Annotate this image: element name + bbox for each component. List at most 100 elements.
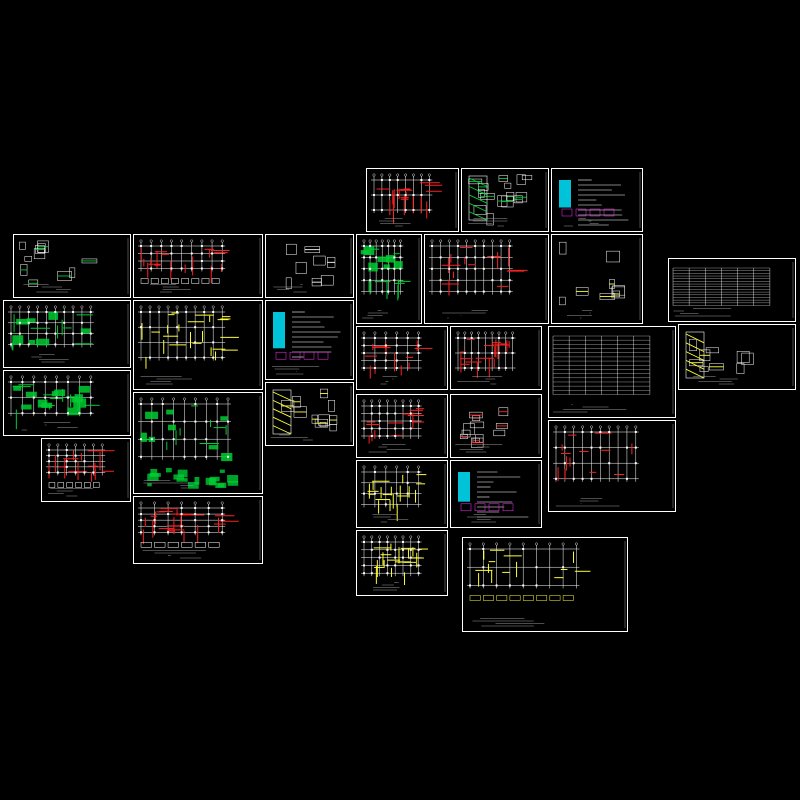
axis-bubble xyxy=(100,443,104,447)
axis-bubble xyxy=(483,331,487,335)
detail-outline xyxy=(493,429,506,437)
sheet-collection xyxy=(3,168,796,632)
slab-region xyxy=(37,399,48,408)
slab-region xyxy=(208,445,219,450)
axis-bubble xyxy=(161,397,165,401)
column-mark xyxy=(150,245,153,247)
slab-region xyxy=(385,255,396,263)
axis-bubble xyxy=(193,305,197,309)
beam-section xyxy=(549,595,561,601)
column-mark xyxy=(504,367,507,369)
slab-region xyxy=(377,256,389,263)
column-mark xyxy=(387,245,390,247)
column-mark xyxy=(491,352,494,354)
column-mark xyxy=(149,356,152,359)
beam-section xyxy=(562,595,574,601)
column-mark xyxy=(482,290,485,293)
column-mark xyxy=(10,396,12,399)
axis-bubble xyxy=(148,305,152,309)
axis-bubble xyxy=(490,331,494,335)
column-mark xyxy=(417,471,420,473)
column-mark xyxy=(406,471,409,473)
column-mark xyxy=(439,290,442,293)
column-mark xyxy=(522,584,525,587)
detail-outline xyxy=(33,248,46,260)
column-mark xyxy=(65,449,68,451)
beam-section xyxy=(522,595,534,601)
axis-bubble xyxy=(139,239,143,243)
axis-bubble xyxy=(491,239,494,243)
column-mark xyxy=(394,556,397,559)
axis-bubble xyxy=(27,305,31,309)
column-mark xyxy=(375,256,378,259)
axis-bubble xyxy=(393,399,397,403)
column-mark xyxy=(140,311,142,313)
column-mark xyxy=(176,311,179,313)
axis-bubble xyxy=(373,465,377,469)
sheet-border xyxy=(3,300,131,368)
drawing-sheet-s06 xyxy=(265,234,354,298)
column-mark xyxy=(150,267,153,270)
column-mark xyxy=(409,420,412,422)
column-mark xyxy=(36,321,39,324)
column-mark xyxy=(167,356,170,359)
column-mark xyxy=(363,337,365,339)
column-mark xyxy=(67,412,69,415)
column-mark xyxy=(431,245,433,247)
slab-region xyxy=(25,391,37,398)
column-mark xyxy=(205,438,208,441)
axis-bubble xyxy=(372,173,376,177)
column-mark xyxy=(200,260,203,262)
column-mark xyxy=(381,290,384,293)
axis-bubble xyxy=(395,465,399,469)
axis-bubble xyxy=(9,305,13,309)
slab-region xyxy=(167,424,176,431)
axis-bubble xyxy=(159,239,163,243)
column-mark xyxy=(406,337,409,339)
column-mark xyxy=(599,431,602,433)
column-mark xyxy=(417,405,420,407)
column-mark xyxy=(27,311,30,313)
beam-section xyxy=(140,542,152,548)
column-mark xyxy=(221,519,224,522)
stair-section xyxy=(468,175,488,221)
column-mark xyxy=(469,584,471,587)
column-mark xyxy=(402,556,404,559)
column-mark xyxy=(194,455,197,458)
detail-outline xyxy=(319,421,327,427)
detail-outline xyxy=(320,275,334,286)
column-mark xyxy=(216,420,219,423)
column-mark xyxy=(363,564,365,567)
detail-outline xyxy=(19,241,26,250)
drawing-sheet-s22 xyxy=(678,324,796,390)
slab-region xyxy=(21,404,32,410)
column-mark xyxy=(194,519,197,522)
column-mark xyxy=(150,403,153,405)
column-mark xyxy=(190,252,193,255)
column-mark xyxy=(370,435,373,437)
detail-outline xyxy=(559,296,566,306)
column-mark xyxy=(402,427,404,430)
column-mark xyxy=(89,332,92,335)
axis-bubble xyxy=(607,425,611,429)
column-mark xyxy=(396,194,399,196)
column-mark xyxy=(402,405,404,407)
column-mark xyxy=(10,343,12,346)
column-mark xyxy=(396,179,399,181)
detail-outline xyxy=(303,351,315,360)
column-mark xyxy=(153,525,156,528)
drawing-sheet-s08 xyxy=(424,234,549,324)
slab-region xyxy=(227,481,239,486)
slab-region xyxy=(150,468,158,476)
detail-outline xyxy=(24,256,33,262)
column-mark xyxy=(402,541,404,543)
column-mark xyxy=(190,267,193,270)
detail-outline xyxy=(69,267,76,278)
column-mark xyxy=(465,290,468,293)
column-mark xyxy=(363,267,365,270)
axis-bubble xyxy=(32,375,36,379)
detail-outline xyxy=(469,421,485,429)
column-mark xyxy=(200,252,203,255)
stair-flight xyxy=(468,202,488,213)
axis-bubble xyxy=(385,535,389,539)
